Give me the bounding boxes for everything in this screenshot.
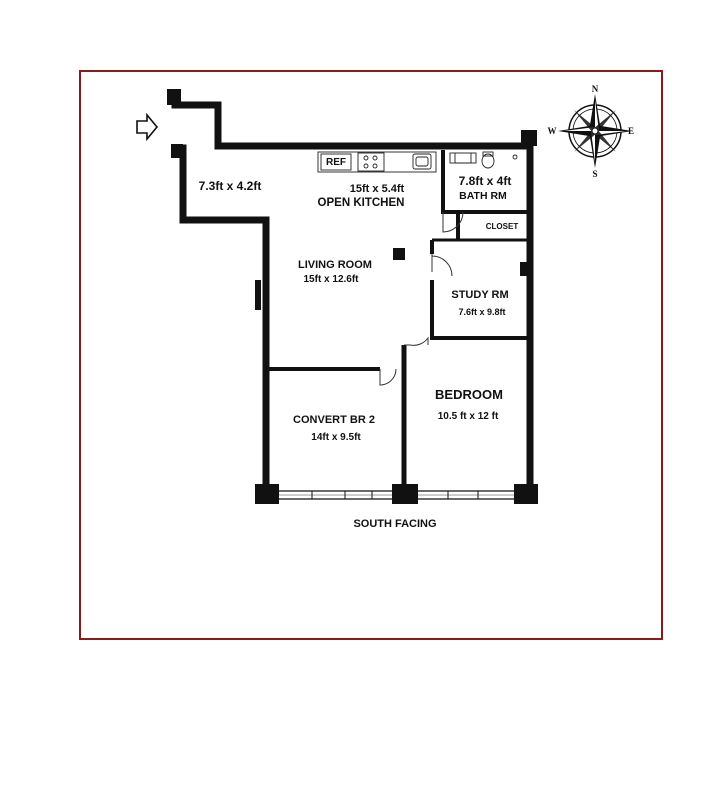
door-swings bbox=[379, 211, 464, 386]
study-dims: 7.6ft x 9.8ft bbox=[458, 307, 505, 317]
living-name: LIVING ROOM bbox=[298, 259, 372, 271]
entrance-arrow-icon bbox=[136, 112, 159, 142]
plan-frame bbox=[79, 70, 663, 640]
living-dims: 15ft x 12.6ft bbox=[303, 274, 359, 285]
bath-dims: 7.8ft x 4ft bbox=[459, 174, 512, 188]
facing-label: SOUTH FACING bbox=[353, 518, 436, 530]
compass-east: E bbox=[628, 126, 634, 136]
kitchen-counter bbox=[317, 151, 437, 173]
closet-name: CLOSET bbox=[486, 222, 519, 231]
compass-north: N bbox=[592, 84, 599, 94]
bedroom-dims: 10.5 ft x 12 ft bbox=[438, 411, 499, 422]
entry-dims: 7.3ft x 4.2ft bbox=[199, 179, 262, 193]
compass-south: S bbox=[592, 169, 597, 179]
compass-icon: N S W E bbox=[548, 84, 635, 179]
column bbox=[520, 262, 528, 276]
column bbox=[393, 248, 405, 260]
bedroom-name: BEDROOM bbox=[435, 387, 503, 402]
kitchen-dims: 15ft x 5.4ft bbox=[350, 183, 405, 195]
convert-name: CONVERT BR 2 bbox=[293, 414, 375, 426]
bath-name: BATH RM bbox=[459, 190, 507, 202]
ref-label: REF bbox=[326, 157, 346, 168]
south-windows bbox=[255, 484, 538, 504]
bath-fixtures bbox=[449, 151, 518, 169]
interior-walls bbox=[266, 150, 530, 500]
kitchen-name: OPEN KITCHEN bbox=[318, 197, 405, 209]
compass-west: W bbox=[548, 126, 557, 136]
convert-dims: 14ft x 9.5ft bbox=[311, 432, 361, 443]
study-name: STUDY RM bbox=[451, 289, 508, 301]
